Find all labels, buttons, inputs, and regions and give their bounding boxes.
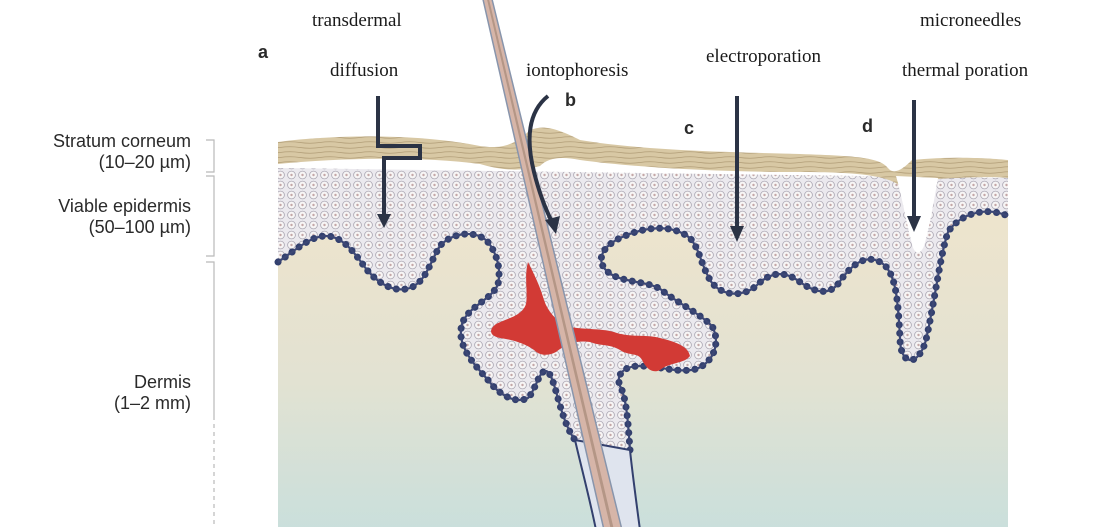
dermis-name: Dermis — [114, 372, 191, 393]
label-thermal-poration: thermal poration — [902, 60, 1028, 82]
label-iontophoresis: iontophoresis — [526, 60, 628, 82]
viable-epidermis-name: Viable epidermis — [58, 196, 191, 217]
layer-label-stratum-corneum: Stratum corneum (10–20 µm) — [53, 131, 191, 173]
layer-label-viable-epidermis: Viable epidermis (50–100 µm) — [58, 196, 191, 238]
panel-letter-b: b — [565, 90, 576, 111]
scale-bracket — [206, 140, 214, 527]
panel-letter-d: d — [862, 116, 873, 137]
label-transdermal-line2: diffusion — [330, 60, 398, 82]
label-transdermal-line1: transdermal — [312, 10, 402, 32]
stratum-corneum-thickness: (10–20 µm) — [53, 152, 191, 173]
panel-letter-c: c — [684, 118, 694, 139]
layer-label-dermis: Dermis (1–2 mm) — [114, 372, 191, 414]
dermis-thickness: (1–2 mm) — [114, 393, 191, 414]
label-microneedles: microneedles — [920, 10, 1021, 32]
label-electroporation: electroporation — [706, 46, 821, 68]
stratum-corneum-name: Stratum corneum — [53, 131, 191, 152]
panel-letter-a: a — [258, 42, 268, 63]
viable-epidermis-thickness: (50–100 µm) — [58, 217, 191, 238]
